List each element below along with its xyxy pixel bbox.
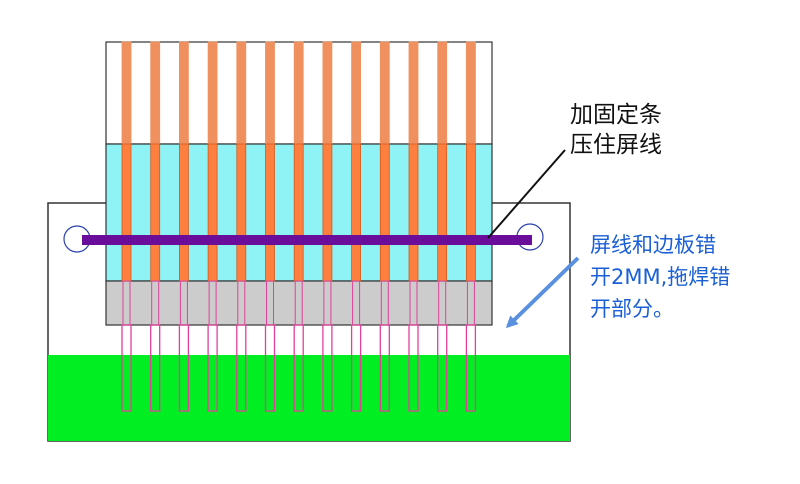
trace-lower-pad-1 xyxy=(121,324,132,412)
trace-lower-pad-9 xyxy=(350,324,362,412)
label-leader-line xyxy=(487,149,566,239)
label-offset-line3: 开部分。 xyxy=(590,297,674,321)
trace-upper-8 xyxy=(322,41,333,145)
trace-lower-pad-4 xyxy=(207,324,218,412)
gray-solder-band xyxy=(105,280,493,326)
trace-upper-2 xyxy=(150,41,161,145)
trace-upper-11 xyxy=(408,41,419,145)
trace-upper-9 xyxy=(351,41,362,145)
trace-panel-2 xyxy=(150,143,161,282)
trace-upper-7 xyxy=(293,41,304,145)
trace-panel-8 xyxy=(322,143,333,282)
trace-upper-4 xyxy=(207,41,218,145)
trace-panel-5 xyxy=(236,143,247,282)
offset-arrow xyxy=(505,256,580,329)
trace-upper-13 xyxy=(465,41,476,145)
trace-upper-1 xyxy=(121,41,132,145)
trace-lower-pad-3 xyxy=(178,324,190,412)
trace-upper-5 xyxy=(236,41,247,145)
label-offset-line1: 屏线和边板错 xyxy=(590,233,716,257)
trace-panel-9 xyxy=(351,143,362,282)
copper-trace-group xyxy=(121,41,477,412)
label-reinforce-line2: 压住屏线 xyxy=(570,132,662,158)
trace-upper-10 xyxy=(379,41,390,145)
reinforcing-bar xyxy=(82,235,532,245)
trace-lower-pad-6 xyxy=(264,324,276,412)
trace-lower-pad-10 xyxy=(379,324,390,412)
trace-panel-13 xyxy=(465,143,476,282)
trace-panel-1 xyxy=(121,143,132,282)
trace-upper-12 xyxy=(437,41,448,145)
trace-panel-10 xyxy=(379,143,390,282)
trace-panel-11 xyxy=(408,143,419,282)
trace-upper-3 xyxy=(178,41,189,145)
trace-panel-4 xyxy=(207,143,218,282)
trace-panel-7 xyxy=(293,143,304,282)
trace-panel-3 xyxy=(178,143,189,282)
green-base-board xyxy=(48,355,570,441)
trace-lower-pad-2 xyxy=(150,324,161,412)
trace-lower-pad-7 xyxy=(293,324,304,412)
trace-lower-pad-8 xyxy=(322,324,333,412)
label-offset-line2: 开2MM,拖焊错 xyxy=(590,265,730,289)
trace-lower-pad-11 xyxy=(408,324,419,412)
trace-panel-6 xyxy=(265,143,275,282)
label-reinforce-line1: 加固定条 xyxy=(570,102,662,128)
trace-panel-12 xyxy=(437,143,448,282)
trace-upper-6 xyxy=(265,41,275,145)
trace-lower-pad-5 xyxy=(236,324,247,412)
trace-lower-pad-13 xyxy=(465,324,477,412)
trace-lower-pad-12 xyxy=(437,324,448,412)
